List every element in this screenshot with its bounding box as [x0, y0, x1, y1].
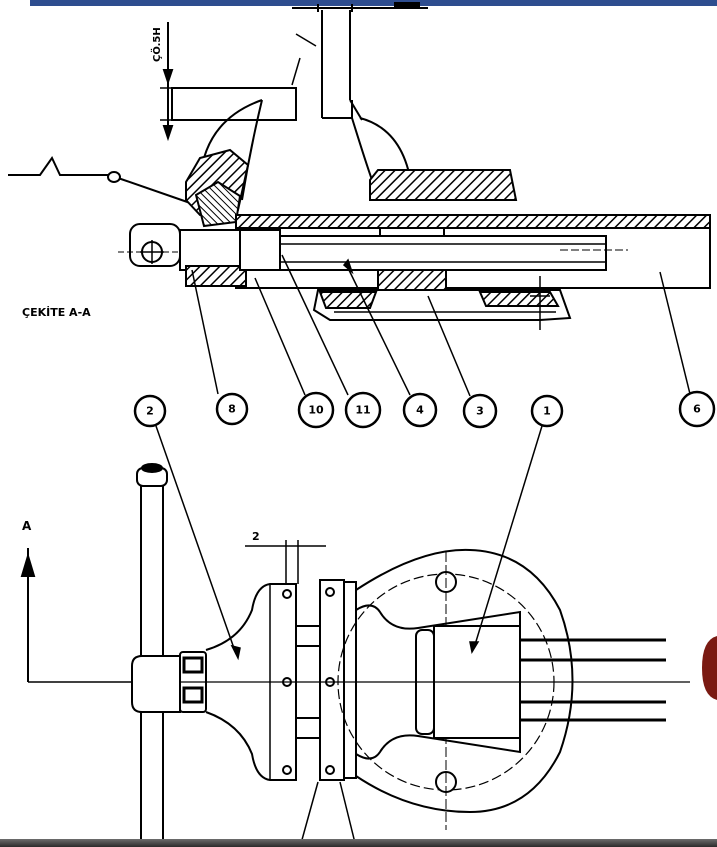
top-view-leaders — [155, 425, 543, 661]
svg-text:3: 3 — [476, 405, 484, 418]
svg-text:6: 6 — [693, 403, 701, 416]
dimension-value: 2 — [252, 530, 260, 543]
balloon-1: 1 — [530, 394, 564, 428]
svg-text:10: 10 — [308, 404, 324, 417]
svg-text:1: 1 — [543, 405, 551, 418]
svg-text:2: 2 — [146, 405, 154, 418]
balloon-4: 4 — [402, 392, 438, 428]
balloon-8: 8 — [215, 392, 249, 426]
section-label: ÇEKİTE A-A — [22, 305, 91, 319]
balloon-3: 3 — [462, 393, 498, 429]
balloon-6: 6 — [678, 390, 716, 428]
section-view — [8, 2, 711, 330]
svg-text:4: 4 — [416, 404, 424, 417]
edge-blob — [702, 636, 717, 700]
svg-text:8: 8 — [228, 403, 236, 416]
top-view — [20, 463, 690, 847]
balloon-2: 2 — [133, 394, 167, 428]
part-balloons: 2 8 10 11 4 3 — [133, 390, 716, 429]
vertical-dimension-text: ÇÖ.5H — [149, 27, 163, 62]
svg-text:11: 11 — [355, 404, 370, 417]
balloon-11: 11 — [344, 391, 382, 429]
section-leaders — [191, 33, 691, 397]
balloon-10: 10 — [297, 391, 335, 429]
footer-bar — [0, 839, 717, 847]
header-bar — [30, 0, 717, 6]
view-marker: A — [22, 519, 32, 533]
